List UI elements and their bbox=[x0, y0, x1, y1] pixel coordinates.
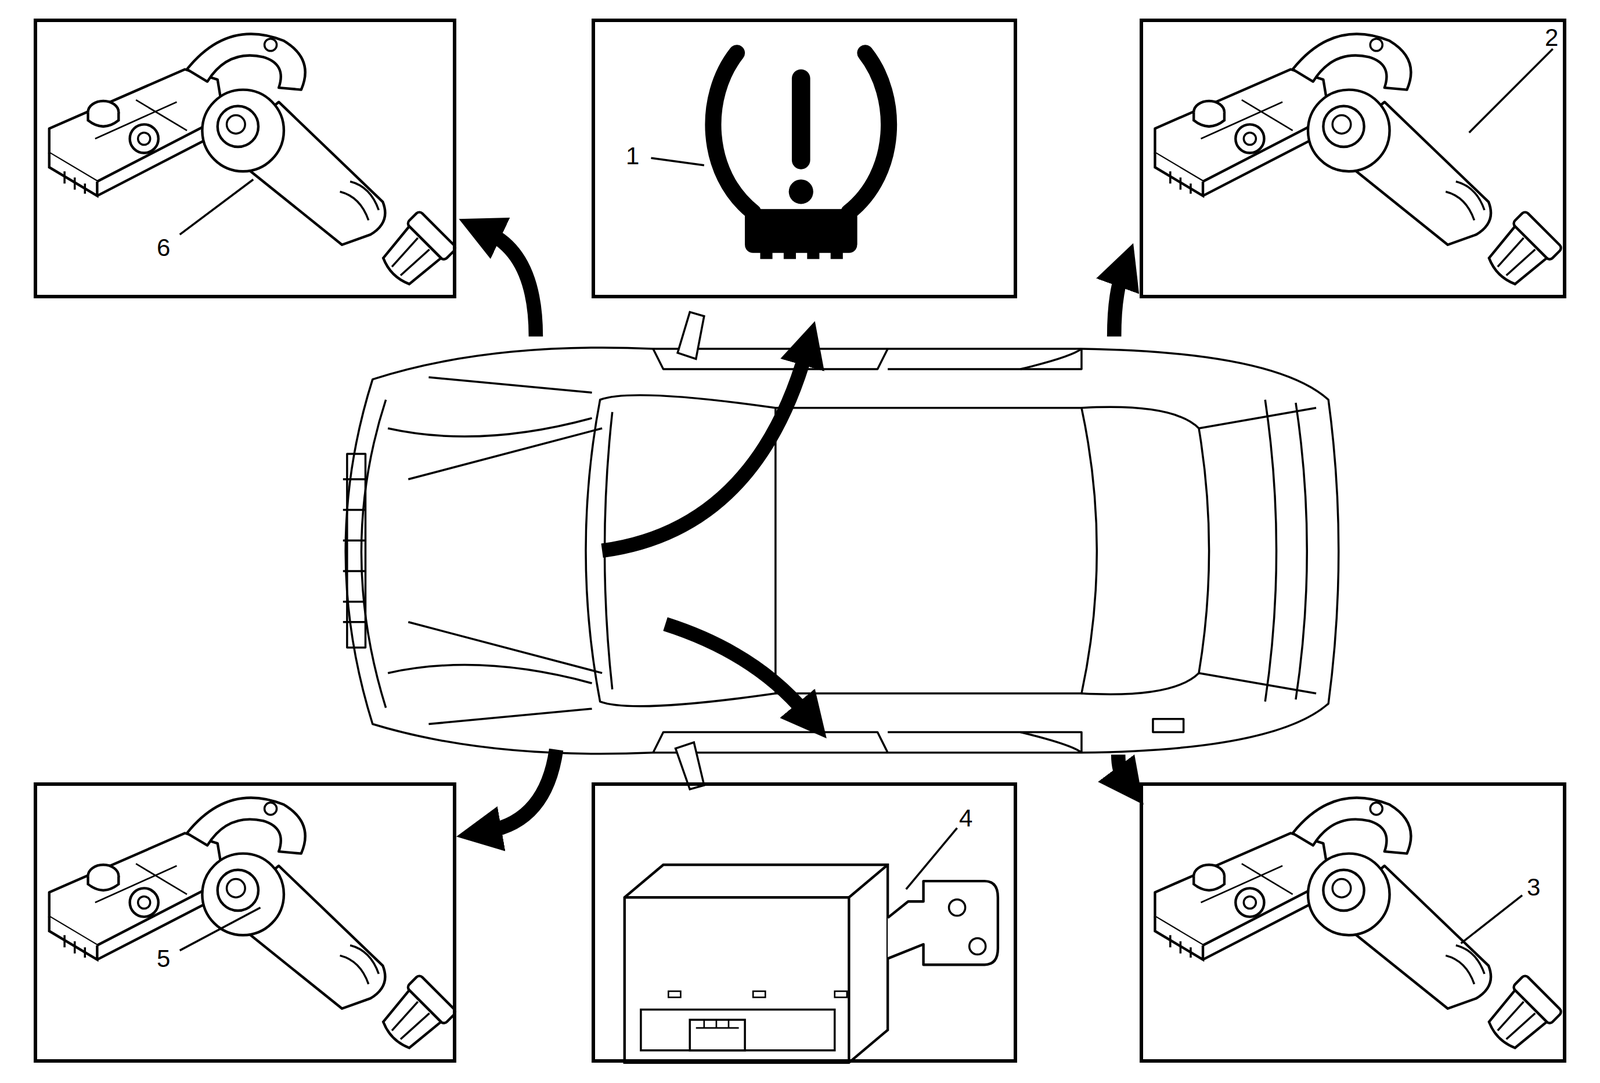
detail-panel: 6 bbox=[33, 18, 457, 299]
detail-panel: 1 bbox=[591, 18, 1018, 299]
callout-number: 3 bbox=[1524, 874, 1543, 902]
callout-number: 1 bbox=[623, 142, 642, 170]
detail-panel: 4 bbox=[591, 782, 1018, 1063]
detail-panel: 2 bbox=[1139, 18, 1567, 299]
detail-panel: 5 bbox=[33, 782, 457, 1063]
callout-number: 2 bbox=[1542, 24, 1561, 52]
detail-panel: 3 bbox=[1139, 782, 1567, 1063]
callout-number: 6 bbox=[154, 234, 173, 262]
callout-number: 4 bbox=[956, 805, 975, 832]
callout-number: 5 bbox=[154, 945, 173, 973]
